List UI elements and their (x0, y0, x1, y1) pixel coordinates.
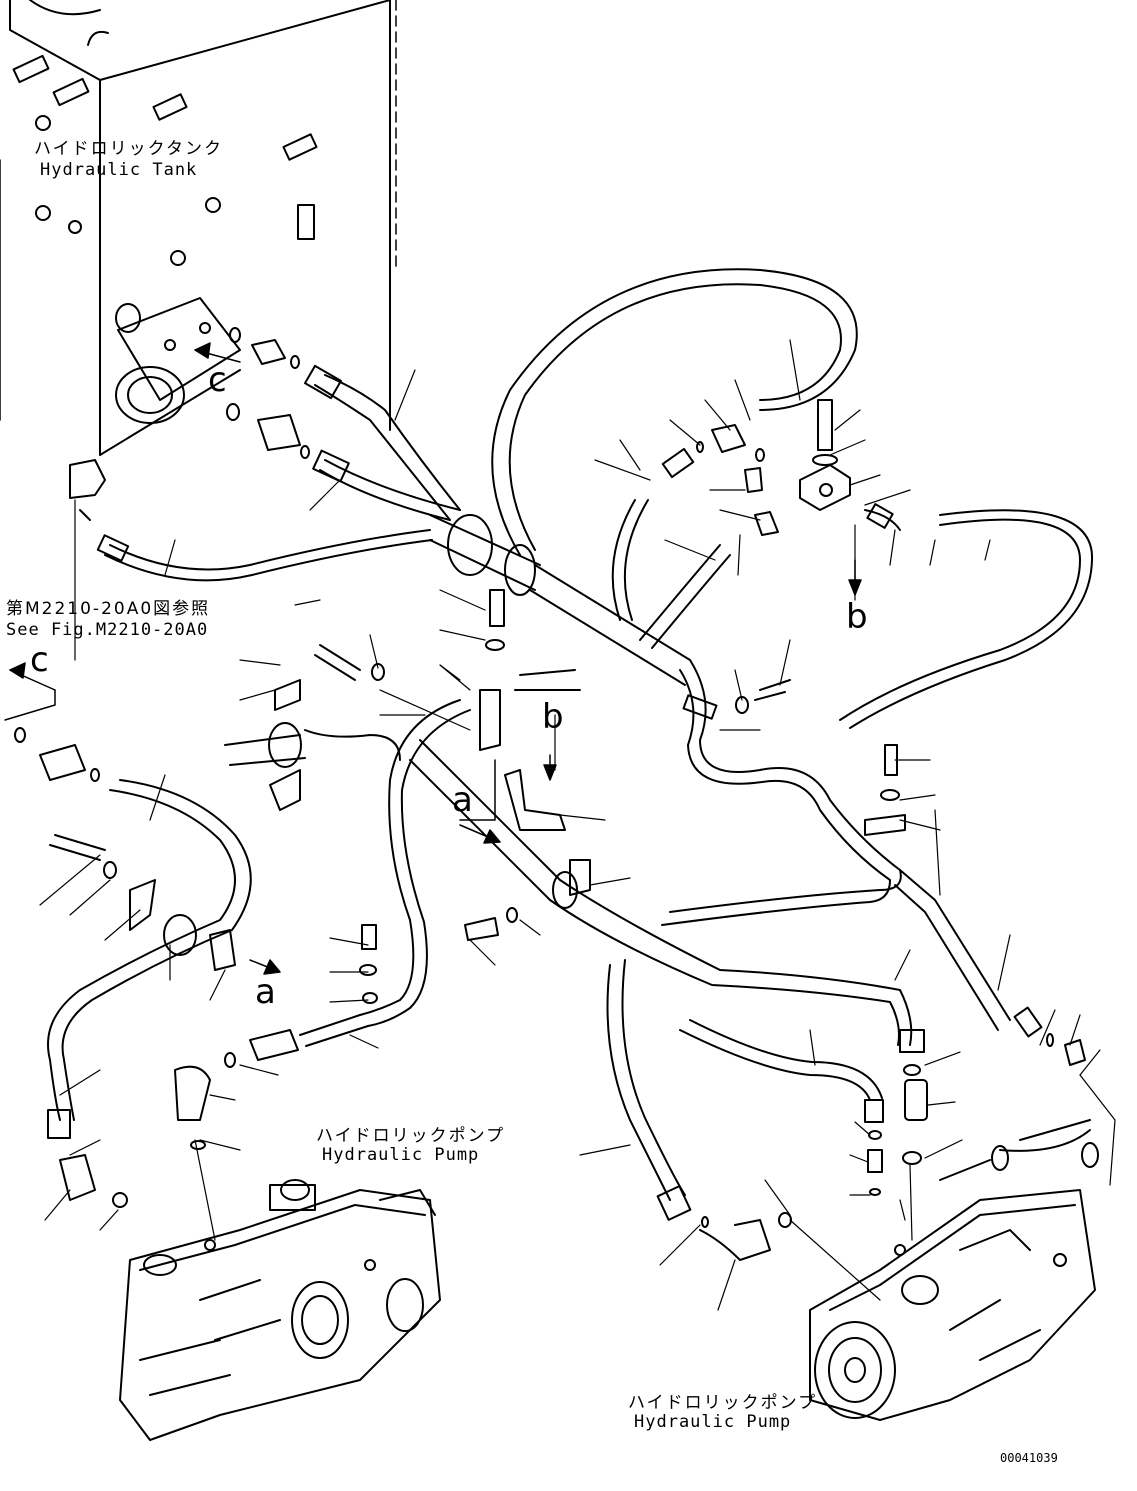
pump-right-label-en: Hydraulic Pump (634, 1412, 792, 1432)
view-marker-b-center: b (542, 697, 564, 737)
leader-lines (40, 340, 1100, 1310)
view-marker-c-tank: c (208, 360, 227, 400)
reference-label-en: See Fig.M2210-20A0 (6, 620, 209, 640)
left-coiled-hose (15, 680, 400, 1207)
right-side-hoses (608, 660, 1086, 1260)
pump-right-label-jp: ハイドロリックポンプ (628, 1393, 818, 1413)
manifold-block (613, 400, 1092, 728)
view-marker-c-left: c (30, 640, 49, 680)
reference-label-jp: 第M2210-20A0図参照 (6, 599, 211, 619)
pump-left-label-jp: ハイドロリックポンプ (316, 1126, 506, 1146)
hydraulic-tank (0, 0, 396, 455)
tank-label-jp: ハイドロリックタンク (34, 139, 223, 159)
tank-fittings (70, 328, 309, 520)
centerlines (75, 500, 1115, 1300)
suction-hose-bundle (98, 269, 857, 685)
view-arrows (5, 343, 861, 974)
pump-left-label-en: Hydraulic Pump (322, 1145, 480, 1165)
tank-label-en: Hydraulic Tank (40, 160, 198, 180)
center-coiled-hose (225, 590, 924, 1067)
view-marker-b-right: b (846, 597, 868, 637)
hydraulic-pump-left (120, 1180, 440, 1440)
view-marker-a-left: a (255, 972, 276, 1012)
hydraulic-pump-right (810, 1120, 1098, 1420)
drawing-code: 00041039 (1000, 1451, 1058, 1465)
view-marker-a-center: a (452, 780, 473, 820)
